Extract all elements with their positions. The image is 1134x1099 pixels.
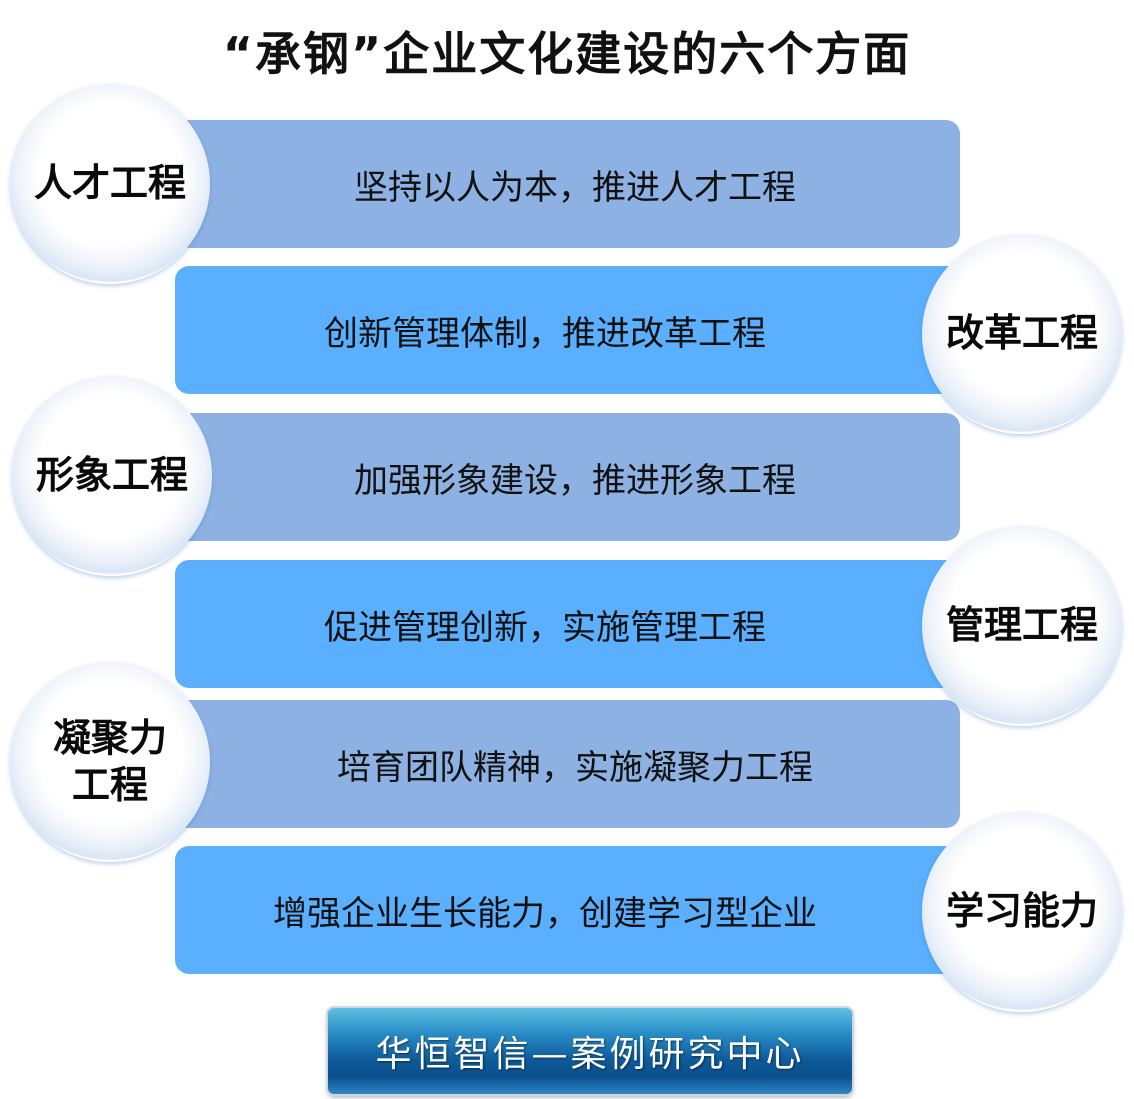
aspect-circle-1: 人才工程 — [10, 84, 210, 284]
aspect-description: 加强形象建设，推进形象工程 — [354, 460, 796, 501]
aspect-description: 创新管理体制，推进改革工程 — [324, 313, 766, 354]
aspect-description: 促进管理创新，实施管理工程 — [324, 607, 766, 648]
footer-label: 华恒智信—案例研究中心 — [375, 1034, 805, 1075]
aspect-circle-5: 凝聚力 工程 — [10, 662, 210, 862]
aspect-circle-6: 学习能力 — [922, 812, 1122, 1012]
aspect-name: 形象工程 — [35, 453, 188, 498]
diagram-title: “承钢”企业文化建设的六个方面 — [222, 27, 912, 81]
aspect-name: 管理工程 — [945, 603, 1098, 648]
aspect-circle-4: 管理工程 — [922, 526, 1122, 726]
footer-banner: 华恒智信—案例研究中心 — [328, 1008, 852, 1094]
aspect-name: 改革工程 — [945, 311, 1098, 356]
aspect-bar-6: 增强企业生长能力，创建学习型企业 — [175, 846, 975, 974]
aspect-bar-2: 创新管理体制，推进改革工程 — [175, 266, 975, 394]
aspect-bar-1: 坚持以人为本，推进人才工程 — [160, 120, 960, 248]
aspect-description: 增强企业生长能力，创建学习型企业 — [273, 893, 817, 934]
aspect-bar-3: 加强形象建设，推进形象工程 — [160, 413, 960, 541]
aspect-bar-4: 促进管理创新，实施管理工程 — [175, 560, 975, 688]
aspect-circle-2: 改革工程 — [922, 234, 1122, 434]
aspect-name: 学习能力 — [945, 889, 1098, 934]
aspect-circle-3: 形象工程 — [12, 376, 212, 576]
aspect-bar-5: 培育团队精神，实施凝聚力工程 — [160, 700, 960, 828]
aspect-name: 凝聚力 工程 — [52, 715, 167, 808]
aspect-description: 培育团队精神，实施凝聚力工程 — [337, 747, 813, 788]
aspect-name: 人才工程 — [33, 161, 186, 206]
aspect-description: 坚持以人为本，推进人才工程 — [354, 167, 796, 208]
